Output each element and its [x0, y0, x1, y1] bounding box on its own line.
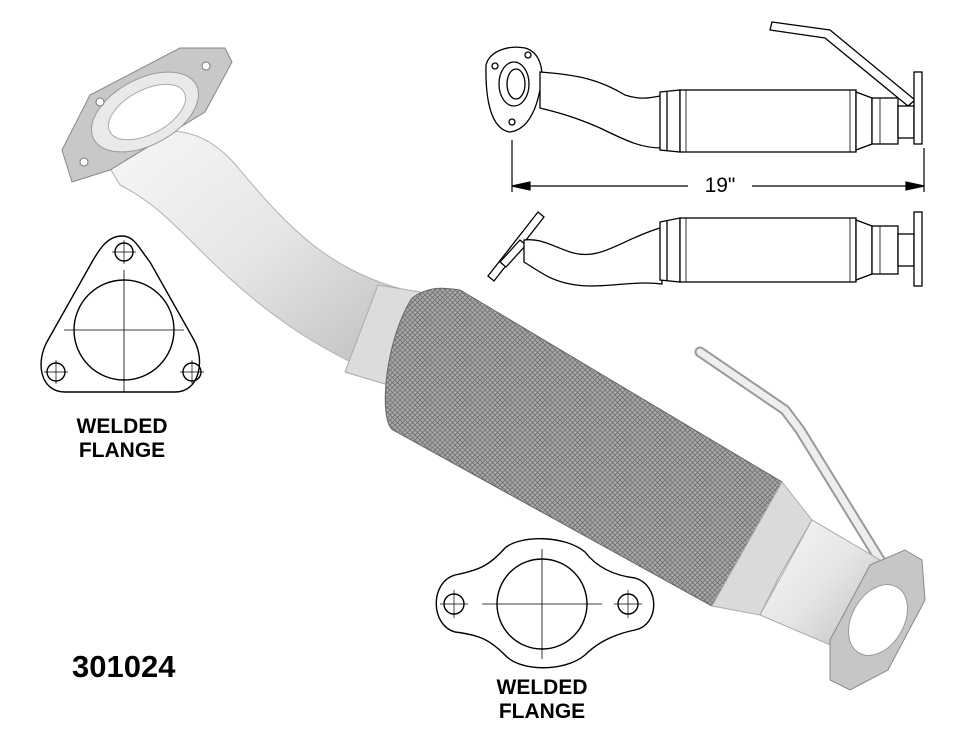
part-number: 301024	[72, 649, 176, 684]
dimension-length-label: 19"	[688, 174, 752, 198]
welded-flange-label-left: WELDED FLANGE	[52, 415, 192, 462]
welded-flange-label-bottom-line2: FLANGE	[498, 699, 586, 723]
welded-flange-triangle-drawing	[40, 235, 204, 393]
side-view-top	[485, 21, 923, 153]
outlet-flange	[829, 549, 926, 691]
side-view-bottom	[487, 211, 923, 287]
inlet-flange	[61, 47, 233, 183]
welded-flange-label-left-line2: FLANGE	[78, 438, 166, 462]
welded-flange-oval-drawing	[435, 538, 655, 669]
pipe-assembly	[61, 47, 926, 691]
flex-mesh-section	[384, 287, 784, 607]
outlet-collar	[711, 481, 813, 616]
welded-flange-label-bottom: WELDED FLANGE	[472, 676, 612, 723]
welded-flange-label-left-line1: WELDED	[76, 415, 168, 438]
welded-flange-label-bottom-line1: WELDED	[496, 676, 588, 699]
